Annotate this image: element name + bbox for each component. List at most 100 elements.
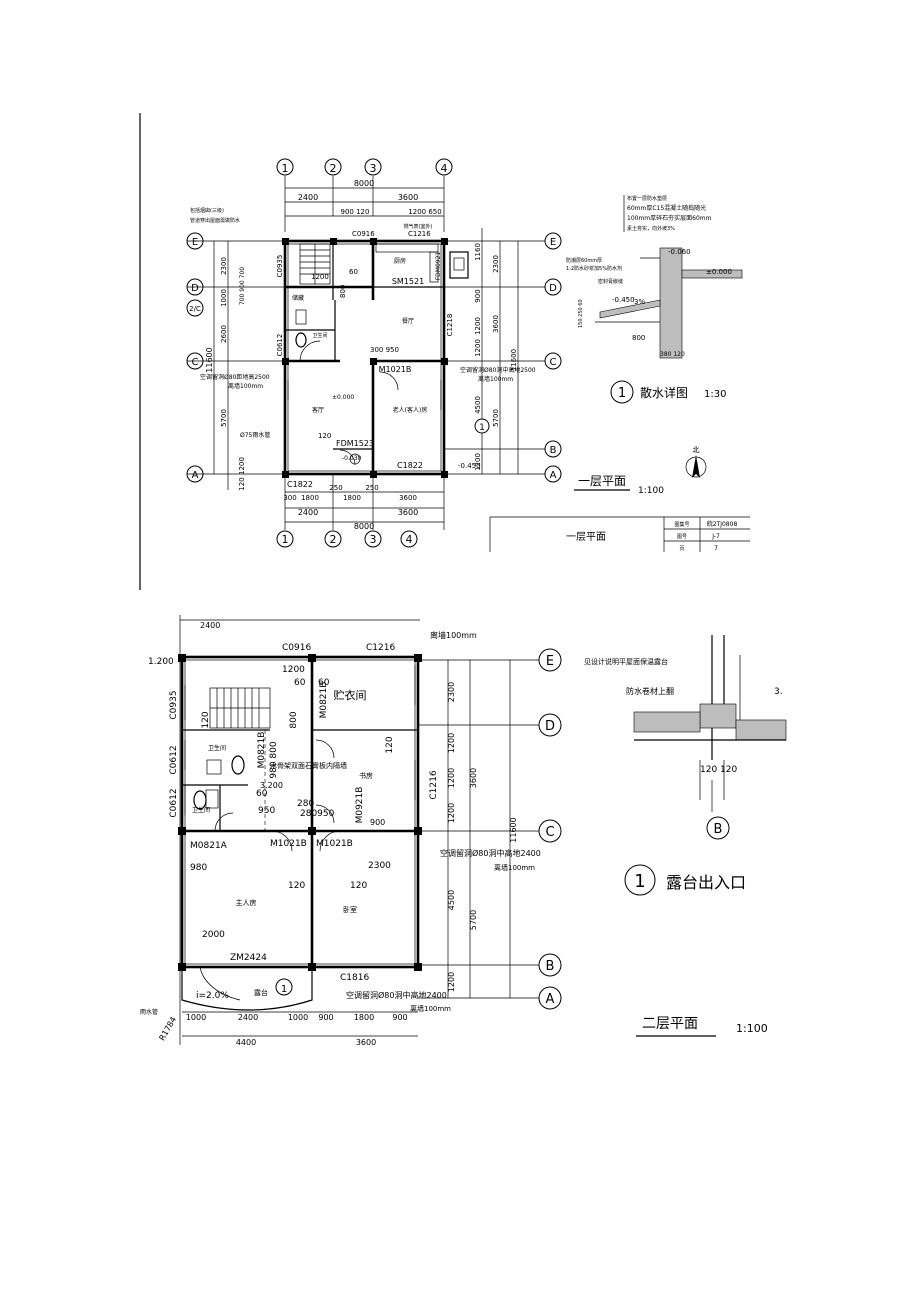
dim-right-900: 900 bbox=[474, 289, 482, 302]
apron-label-g: 1:2防水砂浆加5%防水剂 bbox=[566, 265, 622, 272]
apron-wall bbox=[659, 247, 683, 359]
apron-label-b: ±0.000 bbox=[706, 268, 732, 276]
titleblock-k1: 图集号 bbox=[674, 521, 689, 528]
f2-dim-r-1200a: 1200 bbox=[447, 733, 456, 753]
stair-f2 bbox=[209, 687, 271, 729]
tag-m1021b: M1021B bbox=[379, 365, 412, 374]
dim-right-1200a: 1200 bbox=[474, 317, 482, 335]
f2-room-terrace: 露台 bbox=[254, 988, 268, 997]
svg-text:2: 2 bbox=[330, 162, 337, 175]
f2-tag-c0935: C0935 bbox=[169, 690, 179, 719]
note-level-entry: -0.030 bbox=[342, 455, 362, 462]
tag-fdm1523: FDM1523 bbox=[336, 439, 374, 448]
svg-text:D: D bbox=[191, 283, 199, 294]
f2-dim-b-1000b: 1000 bbox=[288, 1013, 308, 1022]
room-guest: 老人(客人)房 bbox=[393, 406, 428, 414]
note-wall-left: 离墙100mm bbox=[228, 382, 263, 390]
f2-title: 二层平面 bbox=[642, 1016, 698, 1032]
detail-callout-f1 bbox=[474, 418, 490, 434]
apron-layer-1: 布置一层防水垫层 bbox=[627, 195, 667, 202]
f2-tag-c1816: C1816 bbox=[340, 973, 369, 983]
f2-note-top: 离墙100mm bbox=[430, 630, 477, 640]
apron-title: 散水详图 bbox=[640, 385, 688, 400]
f2-dim-r-4500: 4500 bbox=[447, 890, 456, 910]
f2-detail-callout bbox=[275, 978, 293, 996]
room-dining: 餐厅 bbox=[402, 317, 414, 325]
tag-c1822a: C1822 bbox=[287, 480, 313, 489]
f1-scale: 1:100 bbox=[638, 486, 664, 496]
f2-note-t4: 800 bbox=[289, 711, 299, 728]
room-living: 客厅 bbox=[312, 406, 324, 414]
f2-dim-r-1200b: 1200 bbox=[447, 768, 456, 788]
terrace-label-c: 120 120 bbox=[700, 765, 737, 775]
f2-axis-bubble-C: C bbox=[538, 819, 562, 843]
note-dim-300950: 300 950 bbox=[370, 346, 399, 354]
dim-bot-2400: 2400 bbox=[298, 508, 318, 517]
exterior-wall bbox=[283, 239, 446, 476]
f2-tag-m0821b1: M0821B bbox=[257, 732, 267, 769]
dim-right-1160: 1160 bbox=[474, 243, 482, 261]
axis-bubble-3-top: 3 bbox=[364, 158, 382, 176]
svg-text:C: C bbox=[545, 825, 554, 840]
note-ac-right: 空调留洞Ø80洞中高地2500 bbox=[460, 366, 536, 374]
dim-top-small: 900 120 bbox=[341, 208, 370, 216]
dim-2400-top: 2400 bbox=[298, 193, 318, 202]
terrace-axis-B-label: B bbox=[714, 822, 723, 837]
tag-c0916: C0916 bbox=[352, 230, 375, 238]
stair-f1 bbox=[299, 243, 331, 285]
svg-text:B: B bbox=[550, 445, 557, 456]
dim-3600-top: 3600 bbox=[398, 193, 418, 202]
f2-tag-c1216v: C1216 bbox=[429, 770, 439, 799]
svg-text:4: 4 bbox=[406, 533, 413, 546]
note-ac-left: 空调留洞Ø80距地高2500 bbox=[200, 373, 270, 381]
f2-room-bath1: 卫生间 bbox=[208, 744, 226, 752]
second-floor-plan: 2400 离墙100mm bbox=[140, 615, 768, 1047]
f2-note-t12: 2300 bbox=[368, 861, 391, 871]
dim-bot-250a: 250 bbox=[329, 484, 342, 492]
svg-text:4: 4 bbox=[441, 162, 448, 175]
svg-text:E: E bbox=[192, 237, 198, 248]
note-level-outside: -0.450 bbox=[458, 462, 481, 470]
svg-text:A: A bbox=[546, 992, 555, 1007]
f2-dim-b-2400: 2400 bbox=[238, 1013, 258, 1022]
f2-dim-r-5700: 5700 bbox=[469, 910, 478, 930]
note-level-inside: ±0.000 bbox=[332, 394, 354, 401]
f2-note-ac1: 空调留洞Ø80洞中高地2400 bbox=[440, 848, 541, 858]
axis-bubble-4-bot: 4 bbox=[400, 530, 418, 548]
terrace-curb bbox=[699, 703, 737, 729]
axis-bubble-A-right: A bbox=[544, 465, 562, 483]
chimney bbox=[449, 251, 469, 279]
svg-text:3: 3 bbox=[370, 162, 377, 175]
titleblock-label: 一层平面 bbox=[566, 531, 606, 543]
f2-dim-r-11600: 11600 bbox=[509, 817, 518, 842]
detail-apron: 布置一层防水垫层 60mm厚C15混凝土随捣随光 100mm厚碎石夯实层面60m… bbox=[566, 195, 743, 404]
dim-left-2600: 2600 bbox=[220, 325, 228, 343]
note-wall-right: 离墙100mm bbox=[478, 375, 513, 383]
tag-c0612: C0612 bbox=[276, 334, 284, 357]
f2-dim-b-1800: 1800 bbox=[354, 1013, 374, 1022]
apron-slab bbox=[599, 299, 661, 319]
dim-right-1200b: 1200 bbox=[474, 339, 482, 357]
dim-bot-3600: 3600 bbox=[399, 494, 417, 502]
kitchen-counter bbox=[375, 243, 439, 253]
dim-right-2300: 2300 bbox=[492, 255, 500, 273]
detail-callout-f1-num: 1 bbox=[479, 423, 485, 433]
f2-dim-r-1200d: 1200 bbox=[447, 972, 456, 992]
note-dim-800: 800 bbox=[339, 285, 347, 298]
dim-bot-250b: 250 bbox=[365, 484, 378, 492]
apron-layer-2: 60mm厚C15混凝土随捣随光 bbox=[627, 204, 706, 212]
terrace-label-d: 3. bbox=[774, 687, 783, 697]
f2-dim-b-1000a: 1000 bbox=[186, 1013, 206, 1022]
f2-tag-m0921b: M0921B bbox=[355, 787, 365, 824]
f2-slope: i=2.0% bbox=[196, 991, 229, 1001]
note-dim-60: 60 bbox=[349, 268, 358, 276]
apron-label-e: 800 bbox=[632, 334, 645, 342]
dim-left-120: 120 bbox=[238, 477, 246, 490]
terrace-axis-bubble-B bbox=[706, 816, 730, 840]
dim-bot-total: 8000 bbox=[354, 522, 374, 531]
dim-right-3600: 3600 bbox=[492, 315, 500, 333]
terrace-title-num: 1 bbox=[634, 871, 645, 892]
f2-dim-b-4400: 4400 bbox=[236, 1038, 256, 1047]
terrace-label-b: 防水卷材上翻 bbox=[626, 686, 674, 696]
f2-note-t11: 120 bbox=[385, 736, 395, 753]
